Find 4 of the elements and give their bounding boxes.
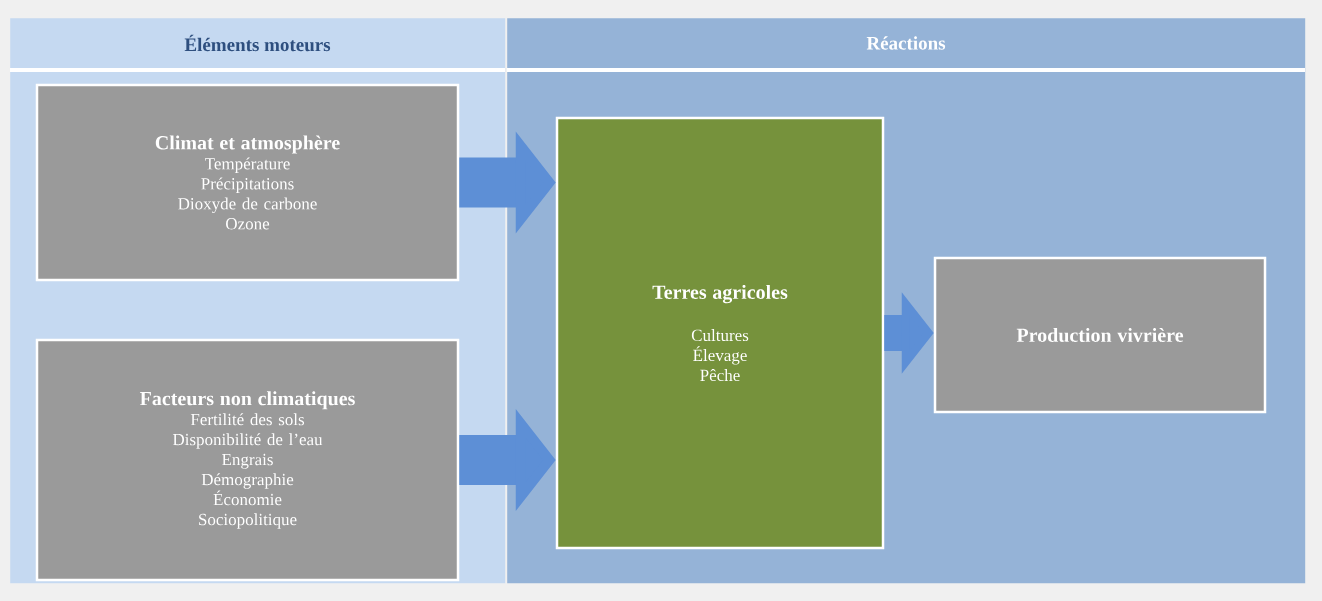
content-box: Climat et atmosphère Température Précipitations Dioxyde de carbone Ozone: [35, 83, 460, 282]
content-box: Terres agricoles Cultures Élevage Pêche: [555, 116, 885, 550]
content-box: Production vivrière: [933, 256, 1267, 414]
content-box: Facteurs non climatiques Fertilité des sols Disponibilité de l’eau Engrais Démographie Économie Sociopolitique: [35, 338, 460, 582]
